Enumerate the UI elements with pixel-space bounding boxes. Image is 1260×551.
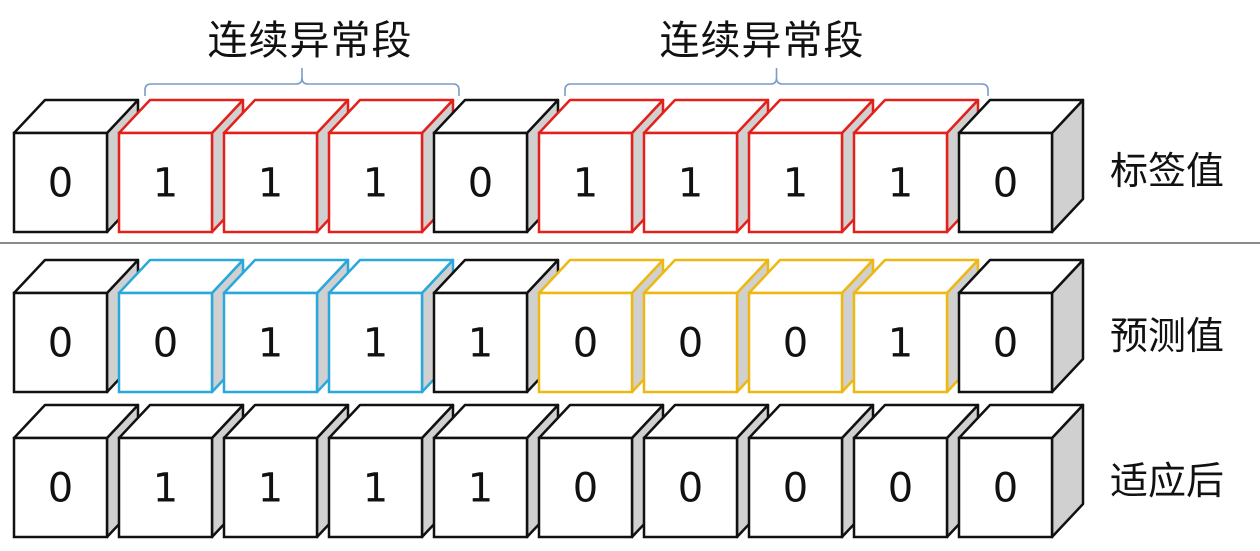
cube-front-face: [327, 436, 424, 539]
cube-front-face: [852, 131, 949, 234]
cube-value: 0: [573, 466, 598, 512]
divider-line: [0, 242, 1260, 244]
cube-front-face: [537, 291, 634, 394]
cube-r1-c10: 0: [957, 98, 1085, 234]
cube-front-face: [642, 131, 739, 234]
cube-value: 0: [468, 161, 493, 207]
cube-value: 1: [363, 161, 388, 207]
cube-front-face: [642, 291, 739, 394]
cube-value: 0: [573, 321, 598, 367]
cube-front-face: [852, 436, 949, 539]
cube-r2-c1: 0: [12, 258, 140, 394]
cube-front-face: [117, 131, 214, 234]
cube-value: 0: [678, 466, 703, 512]
cube-front-face: [537, 436, 634, 539]
cube-value: 0: [48, 161, 73, 207]
cube-value: 0: [678, 321, 703, 367]
cube-value: 1: [363, 321, 388, 367]
cube-value: 0: [993, 466, 1018, 512]
cube-r2-c7: 0: [642, 258, 770, 394]
cube-value: 1: [678, 161, 703, 207]
segment-title-1: 连续异常段: [207, 18, 413, 64]
cube-front-face: [747, 291, 844, 394]
cube-r1-c1: 0: [12, 98, 140, 234]
cube-front-face: [432, 291, 529, 394]
cube-front-face: [432, 131, 529, 234]
cube-front-face: [852, 291, 949, 394]
cube-front-face: [222, 436, 319, 539]
cube-r3-c9: 0: [852, 403, 980, 539]
cube-front-face: [957, 291, 1054, 394]
bracket-2: [564, 68, 989, 96]
row-label-adjusted-values: 适应后: [1110, 459, 1225, 503]
cube-value: 0: [48, 466, 73, 512]
cube-value: 1: [888, 321, 913, 367]
cube-value: 1: [888, 161, 913, 207]
cube-r2-c6: 0: [537, 258, 665, 394]
cube-front-face: [747, 436, 844, 539]
cube-value: 1: [258, 161, 283, 207]
cube-front-face: [117, 291, 214, 394]
bracket-1: [144, 68, 460, 96]
cube-front-face: [117, 436, 214, 539]
cube-value: 1: [258, 466, 283, 512]
cube-value: 1: [468, 466, 493, 512]
cube-value: 0: [783, 321, 808, 367]
cube-r2-c10: 0: [957, 258, 1085, 394]
cube-value: 0: [153, 321, 178, 367]
cube-front-face: [747, 131, 844, 234]
cube-front-face: [957, 436, 1054, 539]
cube-front-face: [12, 436, 109, 539]
cube-value: 1: [153, 161, 178, 207]
cube-value: 1: [258, 321, 283, 367]
cube-front-face: [537, 131, 634, 234]
cube-front-face: [642, 436, 739, 539]
cube-value: 0: [993, 321, 1018, 367]
cube-front-face: [222, 131, 319, 234]
cube-r3-c10: 0: [957, 403, 1085, 539]
cube-value: 0: [888, 466, 913, 512]
cube-front-face: [12, 131, 109, 234]
cube-value: 0: [783, 466, 808, 512]
cube-value: 1: [153, 466, 178, 512]
row-label-predicted-values: 预测值: [1110, 314, 1225, 358]
cube-value: 0: [48, 321, 73, 367]
cube-value: 1: [468, 321, 493, 367]
cube-front-face: [957, 131, 1054, 234]
segment-title-2: 连续异常段: [659, 18, 865, 64]
cube-front-face: [12, 291, 109, 394]
cube-front-face: [222, 291, 319, 394]
cube-value: 1: [783, 161, 808, 207]
cube-front-face: [327, 291, 424, 394]
cube-front-face: [327, 131, 424, 234]
cube-value: 1: [363, 466, 388, 512]
row-label-label-values: 标签值: [1110, 149, 1225, 193]
cube-r3-c1: 0: [12, 403, 140, 539]
cube-value: 0: [993, 161, 1018, 207]
cube-value: 1: [573, 161, 598, 207]
cube-front-face: [432, 436, 529, 539]
